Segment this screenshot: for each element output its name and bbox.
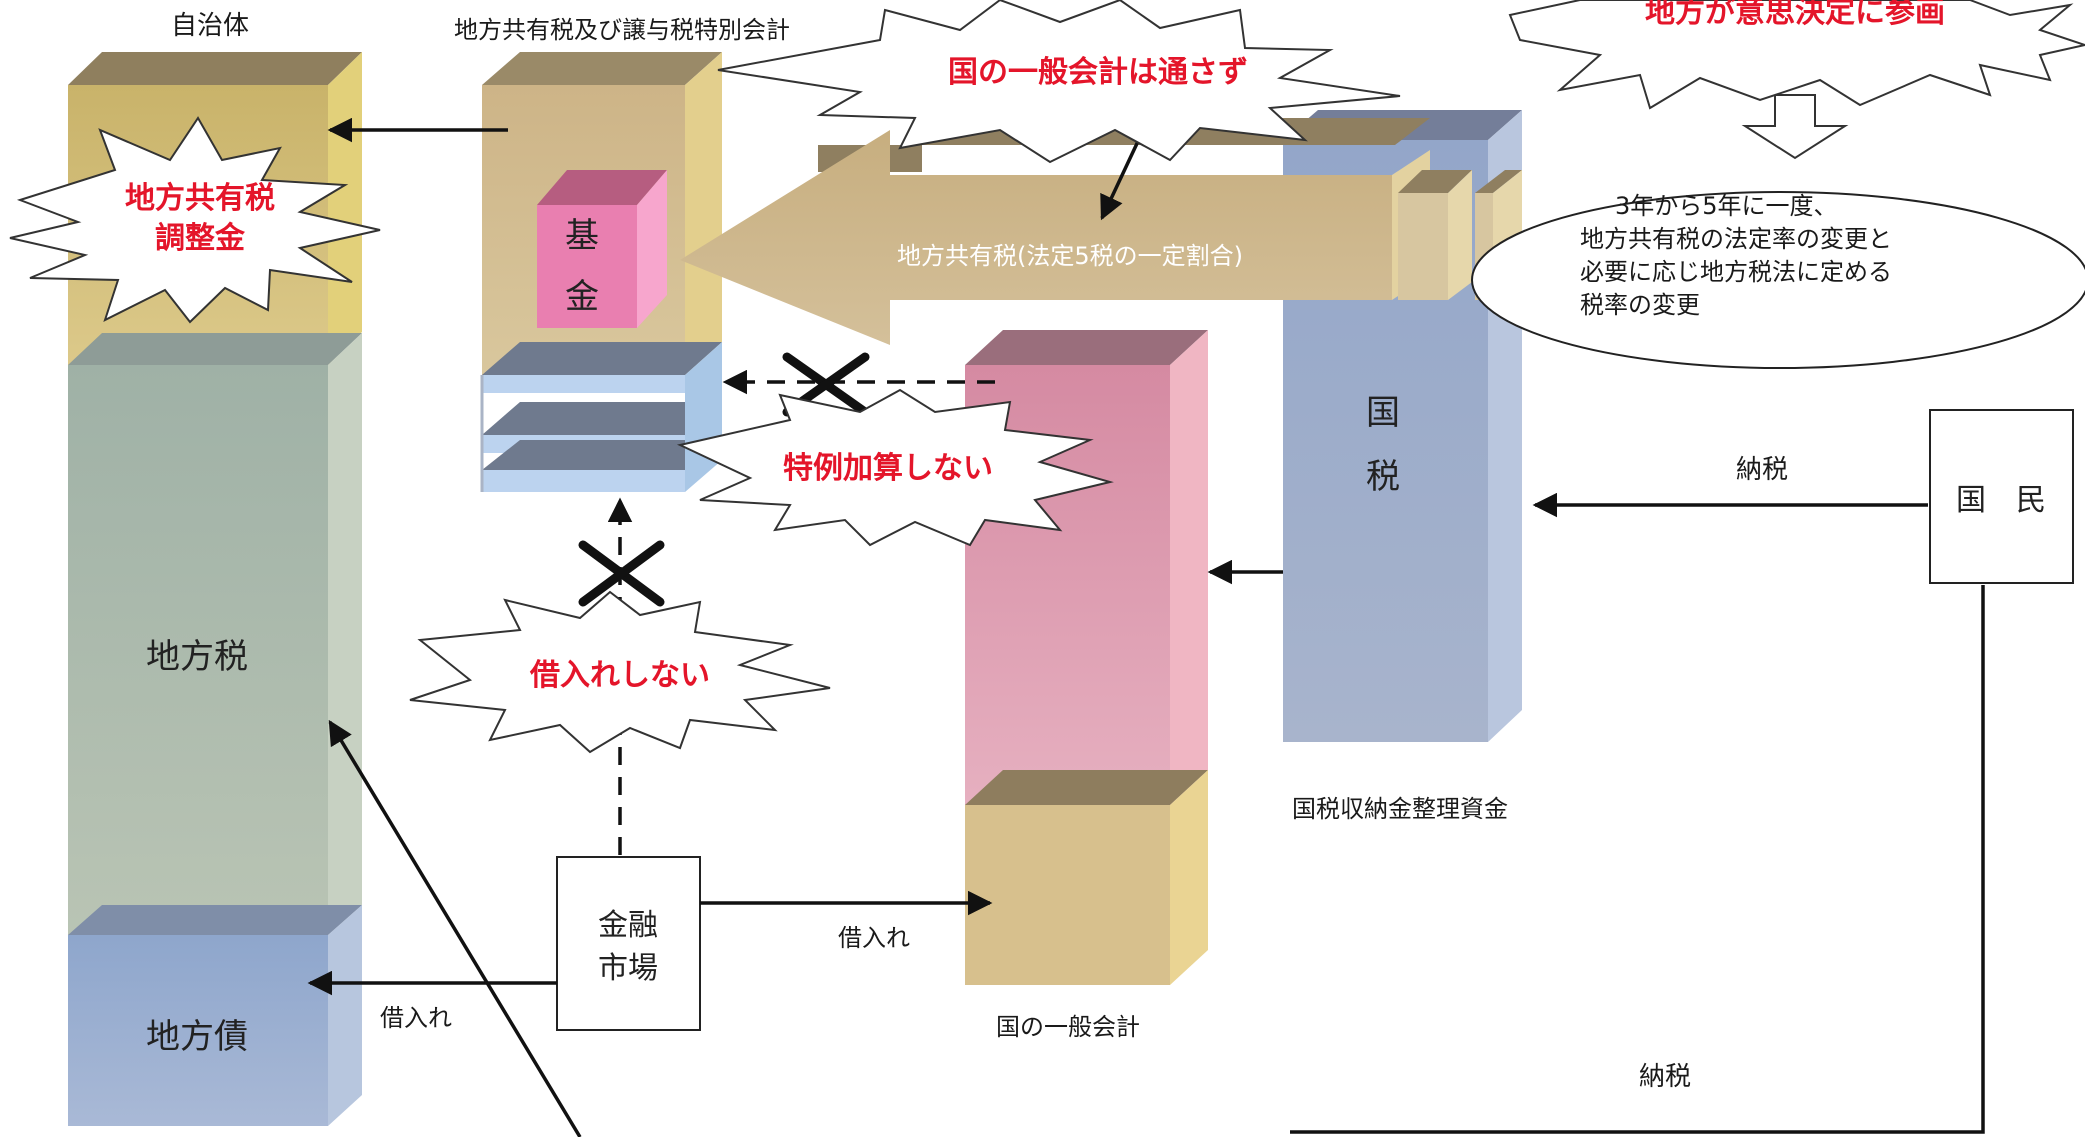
callout-adjustment-line-1: 地方共有税 (125, 181, 275, 216)
fund-label-bottom: 金 (565, 277, 599, 317)
national-tax-label-top: 国 (1366, 393, 1400, 433)
callout-no-borrowing-text: 借入れしない (529, 658, 710, 693)
fund-cube: 基 金 (537, 170, 667, 328)
local-tax-label: 地方税 (146, 637, 248, 677)
citizens-payment-line (1290, 585, 1985, 1134)
payment-label-upper: 納税 (1736, 455, 1788, 485)
borrow-label-local: 借入れ (380, 1004, 452, 1032)
note-line-2: 地方共有税の法定率の変更と (1580, 225, 1892, 253)
note-line-3: 必要に応じ地方税法に定める (1580, 258, 1892, 286)
local-government-title: 自治体 (171, 11, 249, 41)
special-account-title: 地方共有税及び譲与税特別会計 (454, 16, 790, 44)
payment-label-lower: 納税 (1639, 1062, 1691, 1092)
flow-arrows (307, 117, 1985, 1137)
callout-participate: 地方が意思決定に参画 (1508, 0, 2085, 110)
note-line-1: 3年から5年に一度、 (1615, 192, 1838, 220)
financial-market-label-bottom: 市場 (598, 951, 658, 986)
callout-not-through-text: 国の一般会計は通さず (948, 55, 1248, 90)
citizens-label: 国 民 (1956, 483, 2046, 518)
note-line-4: 税率の変更 (1580, 291, 1700, 319)
callout-not-through: 国の一般会計は通さず (717, 0, 1401, 164)
general-account-label: 国の一般会計 (996, 1013, 1140, 1041)
arrow-citizens-to-local-tax (328, 719, 582, 1137)
callout-no-special-addition: 特例加算しない (676, 388, 1114, 547)
local-shared-tax-arrow-label: 地方共有税(法定5税の一定割合) (897, 242, 1243, 270)
callout-no-special-addition-text: 特例加算しない (783, 451, 993, 486)
callout-adjustment: 地方共有税 調整金 (9, 116, 381, 324)
fund-label-top: 基 (565, 216, 599, 256)
callout-participate-text: 地方が意思決定に参画 (1645, 0, 1945, 30)
cross-mark-icon (578, 540, 665, 607)
financial-market-box: 金融 市場 (556, 856, 701, 1031)
tax-reserve-label: 国税収納金整理資金 (1292, 795, 1508, 823)
borrow-label-general: 借入れ (838, 924, 910, 952)
national-tax-label-bottom: 税 (1366, 457, 1400, 497)
citizens-box: 国 民 (1929, 409, 2074, 584)
local-bond-label: 地方債 (146, 1017, 248, 1057)
revision-note: 3年から5年に一度、 地方共有税の法定率の変更と 必要に応じ地方税法に定める 税… (1471, 191, 2085, 369)
financial-market-label-top: 金融 (598, 908, 658, 943)
callout-no-borrowing: 借入れしない (409, 590, 831, 754)
hollow-down-arrow-icon (1741, 94, 1849, 160)
callout-adjustment-line-2: 調整金 (155, 221, 246, 256)
